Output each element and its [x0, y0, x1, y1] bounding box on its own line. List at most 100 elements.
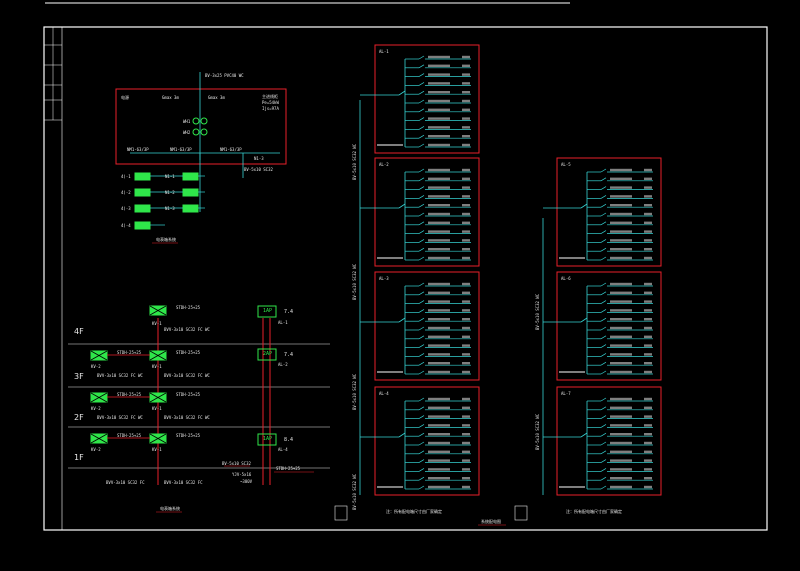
circuit-id: [644, 441, 652, 445]
circuit-breaker: [418, 309, 425, 313]
circuit-breaker: [600, 168, 607, 173]
panel-switch: [398, 317, 406, 323]
circuit-id: [462, 424, 470, 427]
panel-title: AL-3: [379, 276, 389, 281]
circuit-text: [428, 344, 450, 347]
circuit-text: [610, 291, 632, 294]
circuit-id: [462, 468, 470, 471]
circuit-id: [462, 239, 470, 242]
circuit-breaker: [600, 406, 607, 411]
circuit-text: [428, 450, 450, 453]
svg-text:BVV-3x10 SC32 FC WC: BVV-3x10 SC32 FC WC: [164, 415, 210, 420]
circuit-id: [462, 177, 470, 180]
circuit-text: [610, 459, 632, 462]
circuit-text: [428, 64, 450, 67]
svg-text:KV-2: KV-2: [91, 364, 101, 369]
unit-box-label-1: 1AP: [263, 308, 273, 314]
circuit-breaker: [418, 335, 425, 340]
circuit-breaker: [418, 221, 425, 226]
circuit-breaker: [418, 143, 425, 148]
svg-text:WH1: WH1: [183, 119, 191, 124]
circuit-text: [428, 370, 450, 374]
circuit-breaker: [600, 432, 607, 437]
svg-text:BV-5x10 SC32 WC: BV-5x10 SC32 WC: [535, 293, 540, 330]
circuit-text: [610, 282, 632, 286]
circuit-breaker: [600, 230, 607, 234]
circuit-text: [428, 126, 450, 129]
circuit-text: [428, 91, 450, 94]
circuit-id: [462, 291, 470, 294]
circuit-text: [428, 256, 450, 260]
svg-text:BVV-3x10 SC32 FC WC: BVV-3x10 SC32 FC WC: [97, 373, 143, 378]
circuit-breaker: [600, 370, 607, 375]
circuit-id: [644, 424, 652, 427]
svg-text:BVV-3x10 SC32 FC WC: BVV-3x10 SC32 FC WC: [164, 327, 210, 332]
svg-text:AL-2: AL-2: [278, 362, 288, 367]
circuit-text: [428, 291, 450, 294]
circuit-breaker: [600, 247, 607, 252]
circuit-text: [428, 177, 450, 180]
panel-footer: [377, 486, 403, 488]
circuit-text: [610, 370, 632, 374]
circuit-breaker: [418, 247, 425, 252]
circuit-breaker: [418, 73, 425, 77]
svg-text:~380V: ~380V: [240, 479, 253, 484]
svg-text:BV-5x10 SC32: BV-5x10 SC32: [244, 167, 273, 172]
circuit-id: [644, 485, 652, 489]
circuit-text: [610, 195, 632, 198]
circuit-text: [428, 459, 450, 462]
circuit-text: [428, 195, 450, 198]
svg-text:BVV-3x10 SC32 FC: BVV-3x10 SC32 FC: [164, 480, 203, 485]
svg-text:注：所有配电箱尺寸由厂家确定: 注：所有配电箱尺寸由厂家确定: [566, 508, 622, 514]
svg-text:AL-1: AL-1: [278, 320, 288, 325]
circuit-id: [644, 459, 652, 462]
panel-border: [556, 386, 662, 496]
circuit-breaker: [418, 397, 425, 402]
circuit-id: [644, 168, 652, 172]
circuit-breaker: [600, 221, 607, 226]
circuit-id: [462, 212, 470, 216]
circuit-breaker: [600, 203, 607, 208]
circuit-text: [610, 186, 632, 189]
circuit-breaker: [418, 353, 425, 357]
circuit-id: [644, 335, 652, 338]
circuit-breaker: [418, 55, 425, 60]
circuit-text: [610, 335, 632, 338]
circuit-text: [428, 108, 450, 111]
circuit-id: [644, 256, 652, 260]
panel-border: [374, 44, 480, 154]
circuit-breaker: [600, 195, 607, 199]
circuit-id: [644, 415, 652, 418]
trunk-labels: BV-5x10 SC32 WC BV-5x10 SC32 WC BV-5x10 …: [352, 143, 540, 510]
circuit-text: [428, 168, 450, 172]
circuit-id: [644, 282, 652, 286]
panel-switch: [398, 432, 406, 438]
circuit-text: [610, 177, 632, 180]
circuit-id: [462, 433, 470, 436]
circuit-text: [428, 99, 450, 103]
circuit-id: [644, 186, 652, 189]
circuit-breaker: [418, 415, 425, 419]
circuit-id: [462, 186, 470, 189]
panel-footer: [559, 486, 585, 488]
svg-text:注：所有配电箱尺寸由厂家确定: 注：所有配电箱尺寸由厂家确定: [386, 508, 442, 514]
circuit-text: [428, 433, 450, 436]
floor-label-3f: 3F: [74, 372, 84, 381]
circuit-text: [610, 362, 632, 365]
circuit-breaker: [418, 90, 425, 95]
riser-diagram: STDH-25+25 KV-1 BVV-3x10 SC32 FC WC STDH…: [68, 305, 330, 513]
circuit-id: [644, 433, 652, 436]
circuit-id: [462, 485, 470, 489]
svg-text:BV-5x10 SC32: BV-5x10 SC32: [222, 461, 251, 466]
circuit-breaker: [418, 212, 425, 217]
circuit-id: [644, 344, 652, 347]
circuit-breaker: [600, 212, 607, 217]
title-strip: [44, 27, 62, 121]
circuit-breaker: [418, 64, 425, 69]
circuit-text: [610, 221, 632, 224]
svg-text:KV-1: KV-1: [152, 364, 162, 369]
svg-text:STDH-25+25: STDH-25+25: [117, 350, 142, 355]
circuit-breaker: [418, 450, 425, 455]
circuit-breaker: [600, 186, 607, 190]
